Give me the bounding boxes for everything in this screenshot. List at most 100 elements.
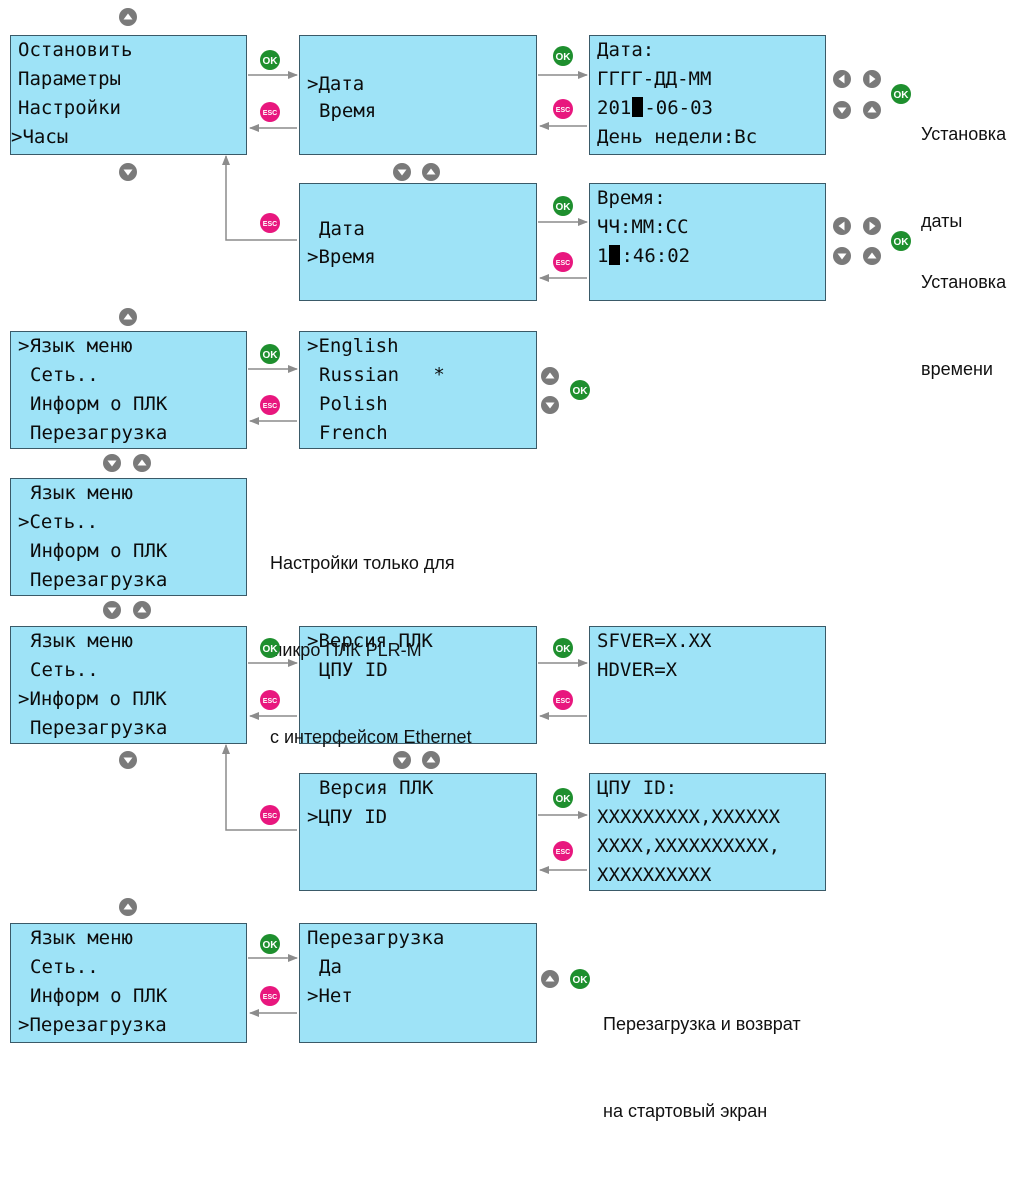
svg-text:OK: OK	[263, 644, 279, 655]
note-line: даты	[921, 211, 963, 231]
menu-line-selected: >Версия ПЛК	[307, 630, 433, 652]
menu-line: Остановить	[18, 39, 133, 61]
menu-line-selected: >ЦПУ ID	[307, 806, 388, 828]
note-date-setting: Установка даты	[921, 62, 1006, 294]
menu-line: Версия ПЛК	[319, 777, 434, 799]
note-line: Перезагрузка и возврат	[603, 1014, 801, 1034]
language-option: Polish	[319, 393, 388, 415]
ok-button-icon: OK	[891, 84, 911, 104]
arrow-up-icon	[119, 8, 137, 26]
svg-text:OK: OK	[263, 56, 279, 67]
screen-version-info: SFVER=X.XX HDVER=X	[589, 626, 826, 744]
cpu-id-title: ЦПУ ID:	[597, 777, 678, 799]
arrow-up-icon	[422, 163, 440, 181]
svg-text:ESC: ESC	[556, 107, 570, 114]
arrow-down-icon	[833, 247, 851, 265]
menu-line: Информ о ПЛК	[30, 393, 168, 415]
date-format: ГГГГ-ДД-ММ	[597, 68, 712, 90]
screen-reboot-confirm: Перезагрузка Да >Нет	[299, 923, 537, 1043]
language-selected: >English	[307, 335, 399, 357]
svg-text:OK: OK	[263, 940, 279, 951]
note-reboot: Перезагрузка и возврат на стартовый экра…	[603, 952, 801, 1184]
menu-line: Информ о ПЛК	[30, 985, 168, 1007]
ok-button-icon: OK	[260, 638, 280, 658]
menu-line-selected: >Сеть..	[18, 511, 99, 533]
arrow-up-icon	[863, 247, 881, 265]
esc-button-icon: ESC	[260, 805, 280, 825]
svg-text:OK: OK	[556, 52, 572, 63]
screen-clock-menu-time: Дата >Время	[299, 183, 537, 301]
svg-text:ESC: ESC	[263, 813, 277, 820]
menu-line: Время	[319, 100, 377, 122]
menu-line: Перезагрузка	[30, 717, 168, 739]
note-ethernet-only: Настройки только для микро ПЛК PLR-M с и…	[270, 491, 472, 810]
date-value-end: -06-03	[644, 97, 713, 119]
menu-line: Сеть..	[30, 659, 99, 681]
screen-time-set: Время: ЧЧ:ММ:СС 1:46:02	[589, 183, 826, 301]
arrow-down-icon	[393, 751, 411, 769]
ok-button-icon: OK	[260, 50, 280, 70]
ok-button-icon: OK	[891, 231, 911, 251]
software-version: SFVER=X.XX	[597, 630, 712, 652]
connection-arrows	[222, 71, 588, 1017]
note-line: Установка	[921, 124, 1007, 144]
esc-button-icon: ESC	[260, 395, 280, 415]
note-line: с интерфейсом Ethernet	[270, 727, 472, 747]
note-line: Установка	[921, 272, 1007, 292]
svg-text:ESC: ESC	[263, 403, 277, 410]
svg-text:ESC: ESC	[263, 698, 277, 705]
screen-settings-reboot: Язык меню Сеть.. Информ о ПЛК >Перезагру…	[10, 923, 247, 1043]
svg-text:OK: OK	[894, 90, 910, 101]
menu-line: ЦПУ ID	[319, 659, 388, 681]
note-line: микро ПЛК PLR-M	[270, 640, 422, 660]
screen-title: Дата:	[597, 39, 655, 61]
svg-text:ESC: ESC	[556, 260, 570, 267]
cpu-id-line: XXXXXXXXX,XXXXXX	[597, 806, 781, 828]
arrow-down-icon	[119, 751, 137, 769]
arrow-up-icon	[119, 898, 137, 916]
menu-line: Дата	[319, 218, 365, 240]
menu-line: Язык меню	[30, 927, 133, 949]
esc-button-icon: ESC	[553, 252, 573, 272]
menu-line-selected: >Часы	[11, 126, 69, 148]
time-value: 1 :46:02	[597, 244, 690, 268]
svg-text:ESC: ESC	[556, 698, 570, 705]
language-option: Russian *	[319, 364, 445, 386]
svg-text:OK: OK	[894, 237, 910, 248]
screen-info-menu-version: >Версия ПЛК ЦПУ ID	[299, 626, 537, 744]
svg-text:ESC: ESC	[263, 110, 277, 117]
menu-line-selected: >Информ о ПЛК	[18, 688, 167, 710]
date-value: 201-06-03	[597, 96, 713, 120]
weekday: День недели:Вс	[597, 126, 758, 148]
arrow-down-icon	[119, 163, 137, 181]
esc-button-icon: ESC	[553, 99, 573, 119]
ok-button-icon: OK	[553, 638, 573, 658]
ok-button-icon: OK	[553, 196, 573, 216]
svg-text:OK: OK	[556, 644, 572, 655]
time-value-end: :46:02	[621, 245, 691, 267]
screen-settings-lang: >Язык меню Сеть.. Информ о ПЛК Перезагру…	[10, 331, 247, 449]
menu-line-selected: >Нет	[307, 985, 353, 1007]
menu-line: Да	[319, 956, 342, 978]
menu-line: Перезагрузка	[30, 422, 168, 444]
ok-button-icon: OK	[260, 344, 280, 364]
time-value-start: 1	[597, 245, 609, 267]
arrow-esc	[222, 744, 297, 831]
arrow-up-icon	[541, 970, 559, 988]
screen-settings-info: Язык меню Сеть.. >Информ о ПЛК Перезагру…	[10, 626, 247, 744]
screen-languages: >English Russian * Polish French	[299, 331, 537, 449]
menu-line-selected: >Язык меню	[18, 335, 133, 357]
arrow-up-icon	[422, 751, 440, 769]
esc-button-icon: ESC	[260, 986, 280, 1006]
svg-text:OK: OK	[573, 975, 589, 986]
time-format: ЧЧ:ММ:СС	[597, 216, 689, 238]
arrow-up-icon	[133, 601, 151, 619]
menu-line: Настройки	[18, 97, 121, 119]
arrow-up-icon	[863, 101, 881, 119]
svg-text:OK: OK	[556, 202, 572, 213]
arrow-left-icon	[833, 70, 851, 88]
esc-button-icon: ESC	[553, 690, 573, 710]
menu-line-selected: >Дата	[307, 73, 365, 95]
cpu-id-line: XXXX,XXXXXXXXXX,	[597, 835, 781, 857]
hardware-version: HDVER=X	[597, 659, 678, 681]
